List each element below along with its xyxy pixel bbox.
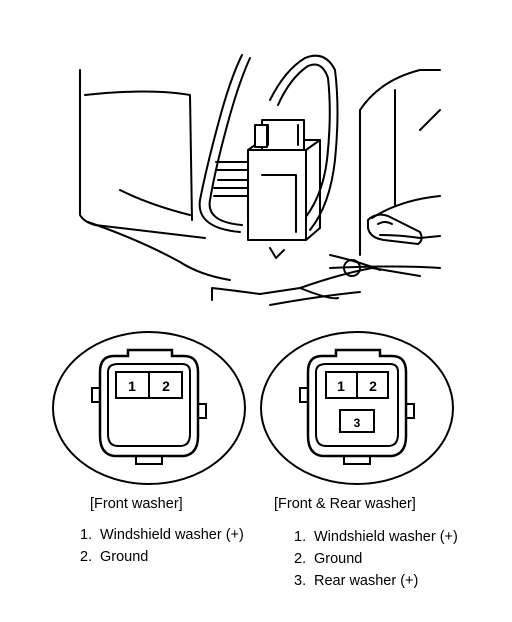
item-number: 1. xyxy=(80,527,93,543)
front-washer-caption: [Front washer] xyxy=(90,496,183,512)
rear-connector-housing xyxy=(306,348,408,458)
item-label: Windshield washer (+) xyxy=(314,529,458,545)
front-pin-2: 2 xyxy=(162,378,170,394)
item-number: 3. xyxy=(294,573,307,589)
item-number: 2. xyxy=(294,551,307,567)
list-item: 1. Windshield washer (+) xyxy=(294,526,458,548)
list-item: 1. Windshield washer (+) xyxy=(80,524,244,546)
front-connector-outline xyxy=(52,331,246,485)
front-washer-connector-drawing: 1 2 xyxy=(52,331,246,485)
list-item: 2. Ground xyxy=(80,546,244,568)
front-pin-1: 1 xyxy=(128,378,136,394)
item-label: Ground xyxy=(314,551,363,567)
rear-connector-outline xyxy=(260,331,454,485)
rear-pin-1: 1 xyxy=(337,378,345,394)
rear-pin-list: 1. Windshield washer (+) 2. Ground 3. Rear … xyxy=(294,526,458,592)
list-item: 3. Rear washer (+) xyxy=(294,570,458,592)
front-pin-list: 1. Windshield washer (+) 2. Ground xyxy=(80,524,244,568)
item-number: 2. xyxy=(80,549,93,565)
front-connector-housing xyxy=(98,348,200,458)
rear-washer-caption: [Front & Rear washer] xyxy=(274,496,416,512)
item-label: Windshield washer (+) xyxy=(100,527,244,543)
rear-pin-2: 2 xyxy=(369,378,377,394)
engine-bay-drawing xyxy=(79,54,441,306)
rear-pin-3: 3 xyxy=(354,416,361,430)
item-number: 1. xyxy=(294,529,307,545)
list-item: 2. Ground xyxy=(294,548,458,570)
item-label: Ground xyxy=(100,549,149,565)
item-label: Rear washer (+) xyxy=(314,573,419,589)
rear-washer-connector-drawing: 1 2 3 xyxy=(260,331,454,485)
